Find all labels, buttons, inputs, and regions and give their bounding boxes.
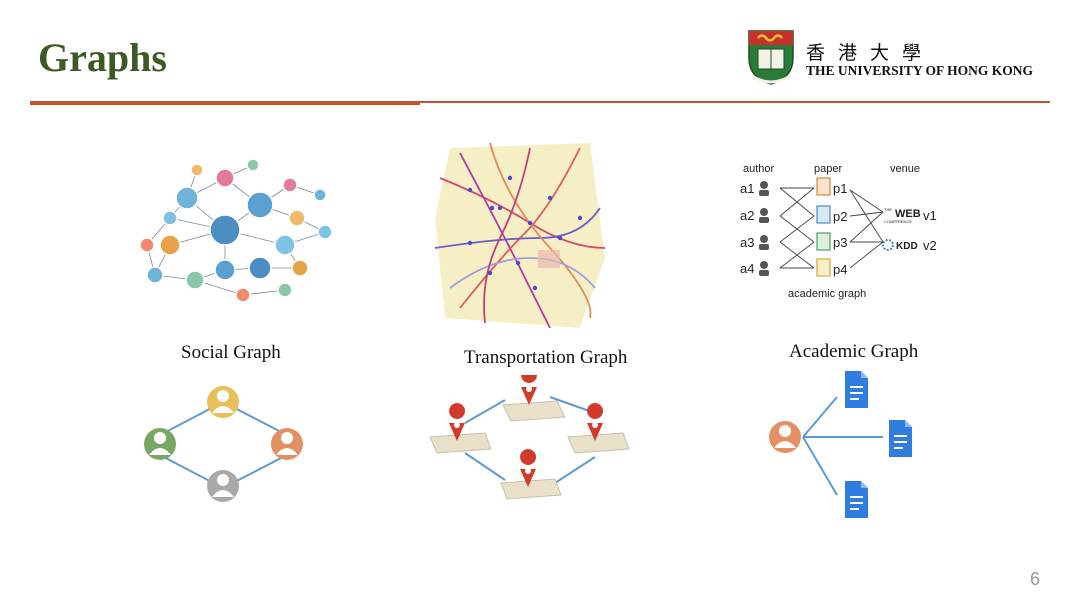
slide-title: Graphs xyxy=(38,35,167,80)
author-column-label: author xyxy=(743,163,775,175)
academic-graph-illustration: author paper venue a1 a2 a3 a4 p1 p2 p3 … xyxy=(738,150,978,310)
university-crest-icon xyxy=(748,30,794,85)
social-graph-caption: Social Graph xyxy=(181,342,281,363)
paper-column-label: paper xyxy=(814,163,842,175)
title-underline-thin xyxy=(420,101,1050,103)
transportation-map-illustration xyxy=(434,142,606,329)
academic-graph-caption: Academic Graph xyxy=(789,341,919,362)
venue-label: v1 xyxy=(923,208,937,223)
academic-graph-diagram xyxy=(769,371,912,518)
venue-column-label: venue xyxy=(890,163,920,175)
social-graph-diagram xyxy=(144,386,303,502)
paper-label: p2 xyxy=(833,209,847,224)
social-network-illustration xyxy=(139,158,333,303)
transportation-graph-diagram xyxy=(429,375,630,500)
venue-label: v2 xyxy=(923,238,937,253)
paper-label: p4 xyxy=(833,262,847,277)
map-pin-icon xyxy=(500,449,562,500)
web-conference-logo: WEB xyxy=(895,208,921,220)
person-icon xyxy=(271,428,303,460)
academic-graph-footer: academic graph xyxy=(788,288,866,300)
document-icon xyxy=(889,420,912,457)
author-label: a4 xyxy=(740,261,754,276)
paper-label: p1 xyxy=(833,181,847,196)
transportation-graph-caption: Transportation Graph xyxy=(464,347,628,368)
document-icon xyxy=(845,481,868,518)
person-icon xyxy=(769,421,801,453)
document-icon xyxy=(845,371,868,408)
author-label: a2 xyxy=(740,208,754,223)
author-label: a1 xyxy=(740,181,754,196)
author-label: a3 xyxy=(740,235,754,250)
title-underline-thick xyxy=(30,101,420,105)
paper-label: p3 xyxy=(833,235,847,250)
person-icon xyxy=(207,386,239,418)
person-icon xyxy=(207,470,239,502)
map-pin-icon xyxy=(429,403,492,454)
university-name-english: THE UNIVERSITY OF HONG KONG xyxy=(806,63,1034,78)
page-number: 6 xyxy=(1030,569,1041,589)
map-pin-icon xyxy=(502,375,566,422)
web-conference-logo-bottom: CONFERENCE xyxy=(884,219,912,224)
person-icon xyxy=(144,428,176,460)
web-conference-logo-top: THE xyxy=(884,207,892,212)
university-name-chinese: 香港大學 xyxy=(806,42,935,64)
kdd-logo: KDD xyxy=(896,241,918,252)
map-pin-icon xyxy=(567,403,630,454)
